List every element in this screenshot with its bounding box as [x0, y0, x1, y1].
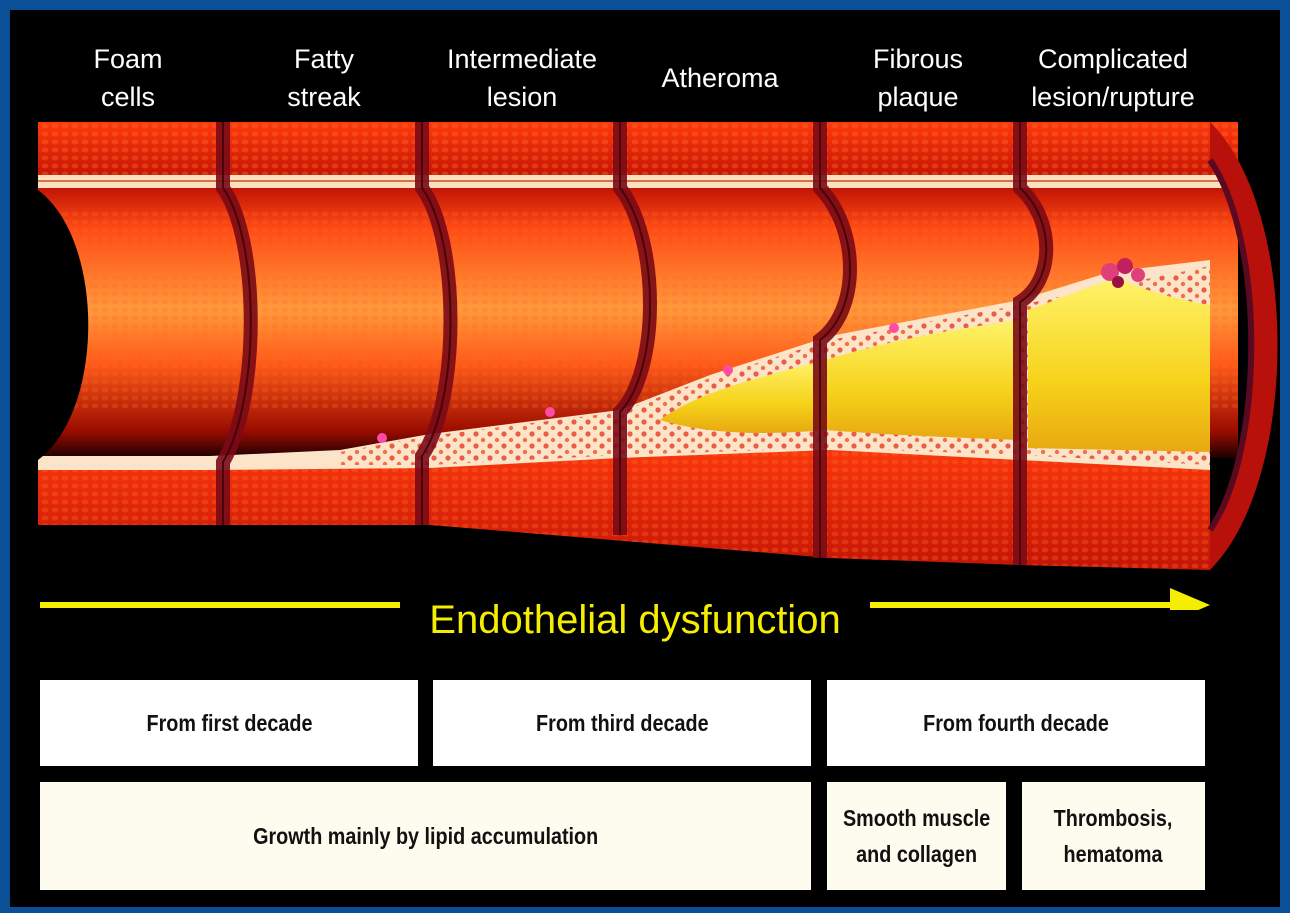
onset-fourth-decade: From fourth decade: [827, 680, 1205, 766]
stage-label-foam-cells: Foam cells: [33, 40, 223, 116]
diagram-frame: Foam cells Fatty streak Intermediate les…: [10, 10, 1280, 907]
growth-thrombosis: Thrombosis, hematoma: [1022, 782, 1205, 890]
onset-third-decade: From third decade: [433, 680, 811, 766]
monocyte-marker: [889, 323, 899, 333]
arrow-label: Endothelial dysfunction: [400, 592, 870, 648]
growth-lipid-accumulation: Growth mainly by lipid accumulation: [40, 782, 811, 890]
growth-smooth-muscle: Smooth muscle and collagen: [827, 782, 1006, 890]
monocyte-marker: [545, 407, 555, 417]
stage-label-intermediate-lesion: Intermediate lesion: [427, 40, 617, 116]
stage-label-atheroma: Atheroma: [625, 59, 815, 97]
onset-first-decade: From first decade: [40, 680, 418, 766]
lipid-core-complicated: [1028, 278, 1210, 452]
stage-label-fibrous-plaque: Fibrous plaque: [823, 40, 1013, 116]
monocyte-marker: [377, 433, 387, 443]
monocyte-marker: [723, 365, 733, 375]
stage-label-fatty-streak: Fatty streak: [229, 40, 419, 116]
stage-label-complicated-lesion: Complicated lesion/rupture: [998, 40, 1228, 116]
